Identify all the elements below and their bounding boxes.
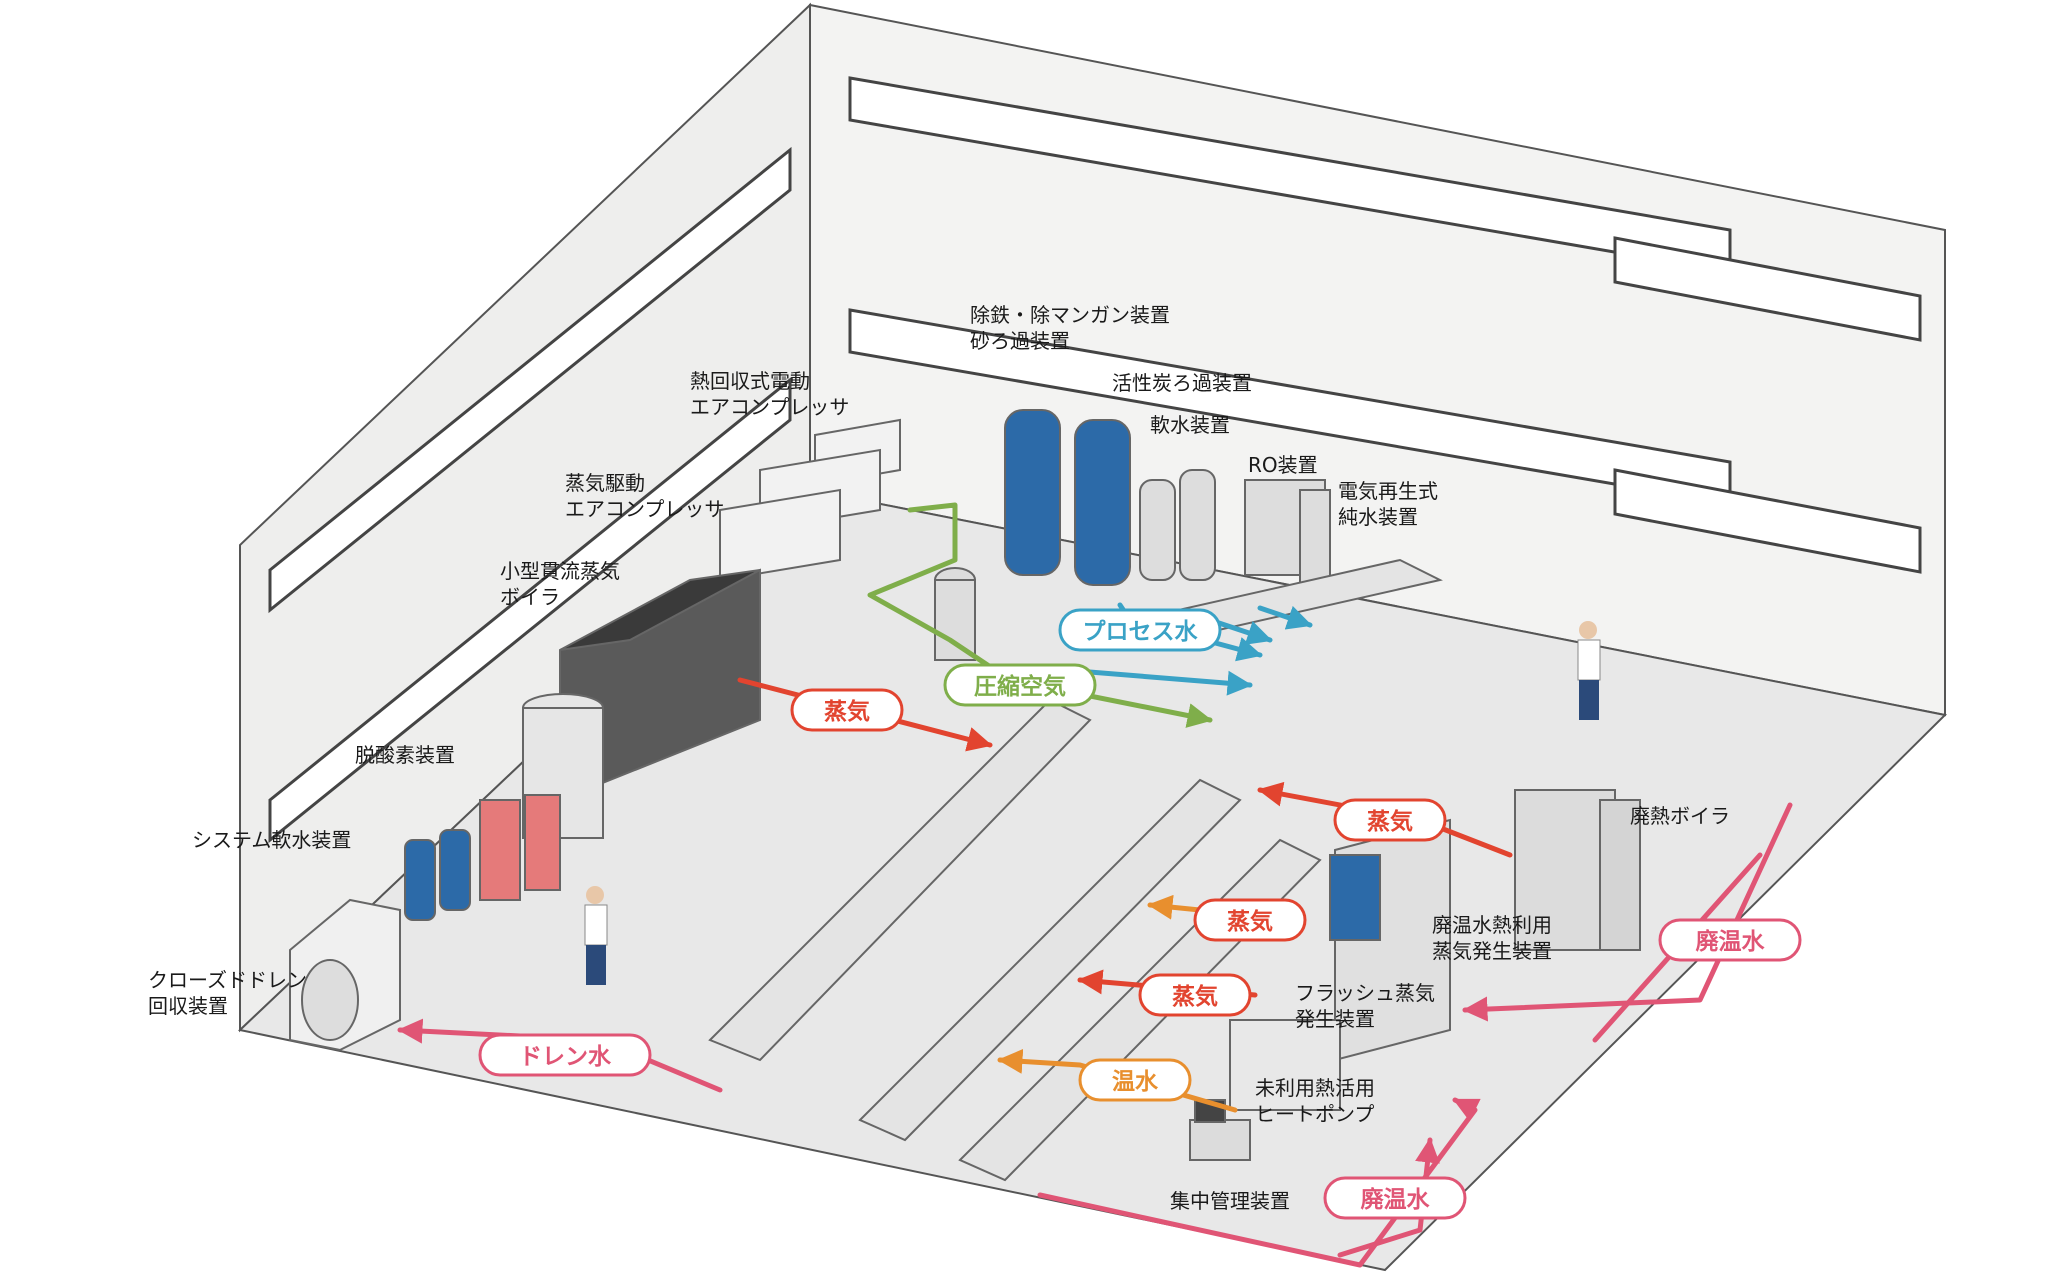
flow-tags: プロセス水 圧縮空気 蒸気 蒸気 蒸気 蒸気 温水 ドレン水 bbox=[478, 608, 1802, 1220]
svg-text:蒸気: 蒸気 bbox=[824, 698, 870, 725]
boiler-line1: 小型貫流蒸気 bbox=[500, 559, 620, 583]
steam-generator bbox=[1329, 818, 1451, 1062]
carbon-softener-tanks bbox=[1139, 469, 1331, 601]
process-water-line-3 bbox=[1257, 605, 1313, 630]
flash-steam-line1: フラッシュ蒸気 bbox=[1295, 981, 1435, 1005]
label-heat-pump: 未利用熱活用 ヒートポンプ bbox=[1255, 1075, 1375, 1127]
svg-text:蒸気: 蒸気 bbox=[1367, 808, 1413, 835]
tag-steam-main: 蒸気 bbox=[790, 688, 904, 732]
label-system-softener: システム軟水装置 bbox=[192, 828, 352, 852]
tag-warm-water: 温水 bbox=[1078, 1058, 1192, 1102]
deaerator-units bbox=[479, 794, 561, 901]
waste-heat-boiler-body bbox=[1514, 789, 1616, 951]
tag-process-water: プロセス水 bbox=[1058, 608, 1222, 652]
waste-water-steam-line1: 廃温水熱利用 bbox=[1432, 913, 1552, 937]
iron-removal-text: 除鉄・除マンガン装置 bbox=[970, 303, 1170, 327]
softener-units bbox=[404, 829, 471, 921]
steam-comp-line2: エアコンプレッサ bbox=[565, 497, 725, 521]
edi-line2: 純水装置 bbox=[1338, 505, 1418, 529]
tag-compressed-air: 圧縮空気 bbox=[943, 663, 1097, 707]
label-ro: RO装置 bbox=[1248, 453, 1318, 477]
label-steam-compressor: 蒸気駆動 エアコンプレッサ bbox=[565, 470, 724, 522]
compressors bbox=[719, 418, 901, 582]
label-softener: 軟水装置 bbox=[1150, 413, 1230, 437]
label-waste-water-steam: 廃温水熱利用 蒸気発生装置 bbox=[1432, 912, 1552, 964]
svg-text:廃温水: 廃温水 bbox=[1696, 928, 1766, 955]
tag-waste-hot-water-1: 廃温水 bbox=[1658, 918, 1802, 962]
label-deaerator: 脱酸素装置 bbox=[355, 743, 455, 767]
heat-pump-line2: ヒートポンプ bbox=[1255, 1102, 1375, 1126]
left-wall-windows bbox=[268, 146, 792, 844]
label-boiler: 小型貫流蒸気 ボイラ bbox=[500, 558, 620, 610]
waste-hot-water-line-1 bbox=[1337, 1137, 1440, 1258]
svg-text:蒸気: 蒸気 bbox=[1227, 908, 1273, 935]
flash-steam-line2: 発生装置 bbox=[1295, 1007, 1375, 1031]
closed-drain-line1: クローズドドレン bbox=[148, 968, 307, 992]
label-waste-heat-boiler: 廃熱ボイラ bbox=[1630, 804, 1730, 828]
equipment bbox=[289, 409, 1641, 1182]
label-flash-steam: フラッシュ蒸気 発生装置 bbox=[1295, 980, 1435, 1032]
boiler-line2: ボイラ bbox=[500, 585, 560, 609]
workers bbox=[584, 621, 1601, 985]
label-activated-carbon: 活性炭ろ過装置 bbox=[1112, 371, 1252, 395]
tag-waste-hot-water-2: 廃温水 bbox=[1323, 1176, 1467, 1220]
label-central-control: 集中管理装置 bbox=[1170, 1189, 1290, 1213]
control-desk bbox=[1189, 1119, 1251, 1161]
waste-water-steam-line2: 蒸気発生装置 bbox=[1432, 939, 1552, 963]
back-wall-windows bbox=[848, 76, 1922, 574]
filter-tanks bbox=[1004, 409, 1131, 586]
svg-text:蒸気: 蒸気 bbox=[1172, 983, 1218, 1010]
tag-drain-water: ドレン水 bbox=[478, 1033, 652, 1077]
closed-drain-line2: 回収装置 bbox=[148, 994, 228, 1018]
boilers bbox=[559, 568, 761, 802]
drain-recovery bbox=[289, 898, 401, 1052]
tag-steam-waste-boiler: 蒸気 bbox=[1333, 798, 1447, 842]
sand-filter-text: 砂ろ過装置 bbox=[970, 329, 1070, 353]
label-closed-drain: クローズドドレン 回収装置 bbox=[148, 967, 307, 1019]
tag-steam-flash: 蒸気 bbox=[1138, 973, 1252, 1017]
svg-text:温水: 温水 bbox=[1112, 1069, 1159, 1095]
svg-text:ドレン水: ドレン水 bbox=[519, 1044, 612, 1070]
edi-line1: 電気再生式 bbox=[1338, 479, 1438, 503]
heat-recovery-comp-line2: エアコンプレッサ bbox=[690, 395, 850, 419]
heat-pump-line1: 未利用熱活用 bbox=[1255, 1076, 1375, 1100]
heat-recovery-comp-line1: 熱回収式電動 bbox=[690, 369, 810, 393]
svg-text:プロセス水: プロセス水 bbox=[1083, 619, 1199, 645]
label-iron-removal: 除鉄・除マンガン装置 砂ろ過装置 bbox=[970, 302, 1170, 354]
svg-text:廃温水: 廃温水 bbox=[1361, 1186, 1431, 1213]
steam-comp-line1: 蒸気駆動 bbox=[565, 471, 645, 495]
svg-text:圧縮空気: 圧縮空気 bbox=[974, 673, 1066, 700]
tag-steam-waste-water: 蒸気 bbox=[1193, 898, 1307, 942]
label-edi: 電気再生式 純水装置 bbox=[1338, 478, 1438, 530]
waste-hot-water-line-2 bbox=[1462, 802, 1793, 1022]
label-heat-recovery-compressor: 熱回収式電動 エアコンプレッサ bbox=[690, 368, 849, 420]
heat-pump-body bbox=[1229, 1019, 1341, 1111]
